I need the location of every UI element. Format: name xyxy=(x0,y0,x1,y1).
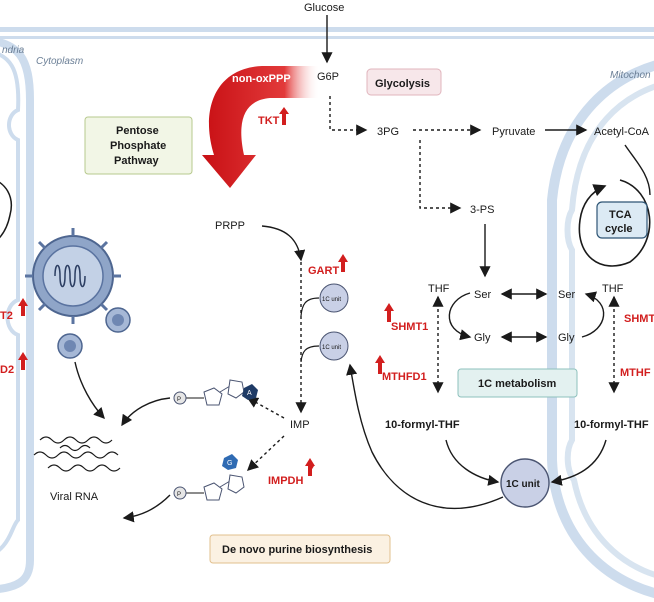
impdh-up-arrow xyxy=(305,458,315,476)
mthfd1-label: MTHFD1 xyxy=(382,371,427,383)
shmt1-cycle-arrow xyxy=(448,292,472,341)
tca-label-2: cycle xyxy=(605,223,633,235)
imp-to-gmp-arrow xyxy=(246,435,285,471)
ser-left-label: Ser xyxy=(474,289,491,301)
left-enzyme-d2: D2 xyxy=(0,364,14,376)
gly-right-label: Gly xyxy=(558,332,575,344)
3pg-label: 3PG xyxy=(377,126,399,138)
left-mitochondrion xyxy=(0,38,34,593)
3pg-to-3ps-arrow xyxy=(419,140,462,214)
ppp-label-1: Pentose xyxy=(116,125,159,137)
imp-to-amp-arrow xyxy=(246,397,285,419)
non-ox-ppp-label: non-oxPPP xyxy=(232,73,291,85)
virus-large-icon xyxy=(25,228,121,324)
glycolysis-box xyxy=(366,68,442,96)
mitochondria-left-label: ndria xyxy=(2,45,25,56)
tkt-label: TKT xyxy=(258,115,280,127)
ppp-box xyxy=(84,116,193,175)
pyruvate-label: Pyruvate xyxy=(492,126,535,138)
formyl-thf-right-label: 10-formyl-THF xyxy=(574,419,649,431)
guanine-label: G xyxy=(227,460,232,467)
prpp-label: PRPP xyxy=(215,220,245,232)
mthfd1-up-arrow xyxy=(375,355,385,374)
virus-small-icon-1 xyxy=(105,307,131,333)
one-c-unit-small-2 xyxy=(319,331,349,361)
one-c-metabolism-box xyxy=(457,368,578,398)
phosphate-a-label: P xyxy=(177,397,181,403)
cytoplasm-label: Cytoplasm xyxy=(36,56,83,67)
virus-small-icon-2 xyxy=(57,333,83,359)
ser-right-label: Ser xyxy=(558,289,575,301)
thf-left-label: THF xyxy=(428,283,450,295)
gart-label: GART xyxy=(308,265,339,277)
amp-to-rna-arrow xyxy=(121,397,171,427)
impdh-label: IMPDH xyxy=(268,475,304,487)
adenine-label: A xyxy=(247,390,252,397)
virus-to-rna-arrow xyxy=(74,361,105,420)
formyl-right-to-unit-arrow xyxy=(550,439,607,486)
one-c-metabolism-label: 1C metabolism xyxy=(478,378,556,390)
ppp-label-2: Phosphate xyxy=(110,140,166,152)
one-c-unit-small-2-label: 1C unit xyxy=(322,345,341,351)
one-c-unit-large-label: 1C unit xyxy=(506,479,541,490)
gart-up-arrow xyxy=(338,254,348,272)
glucose-label: Glucose xyxy=(304,2,344,14)
g6p-label: G6P xyxy=(317,71,339,83)
purine-box xyxy=(209,534,391,564)
mitochondria-right-label: Mitochon xyxy=(610,70,651,81)
tca-label-1: TCA xyxy=(609,209,632,221)
mthfd2-label: MTHF xyxy=(620,367,651,379)
left-d2-up-arrow xyxy=(18,352,28,370)
ppp-label-3: Pathway xyxy=(114,155,160,167)
unit-to-purine-arrow xyxy=(346,363,504,510)
impdh-arrow-tip xyxy=(309,464,314,474)
amp-molecule xyxy=(173,379,258,406)
gly-left-label: Gly xyxy=(474,332,491,344)
shmt2-cycle-arrow xyxy=(581,291,605,338)
unit2-join xyxy=(300,345,320,363)
gmp-to-rna-arrow xyxy=(122,494,171,523)
formyl-thf-left-label: 10-formyl-THF xyxy=(385,419,460,431)
gmp-molecule xyxy=(173,454,245,501)
shmt1-up-arrow xyxy=(384,303,394,322)
g6p-to-3pg-arrow xyxy=(329,96,368,136)
glycolysis-label: Glycolysis xyxy=(375,78,430,90)
3ps-label: 3-PS xyxy=(470,204,494,216)
acetyl-coa-label: Acetyl-CoA xyxy=(594,126,650,138)
left-enzyme-t2: T2 xyxy=(0,310,13,322)
non-ox-ppp-arrow xyxy=(202,66,320,188)
thf-right-label: THF xyxy=(602,283,624,295)
formyl-left-to-unit-arrow xyxy=(445,439,500,486)
viral-rna-strands xyxy=(33,436,121,472)
unit1-join xyxy=(300,297,320,317)
shmt2-label: SHMT xyxy=(624,313,654,325)
right-mitochondrion xyxy=(547,60,654,599)
prpp-arrow xyxy=(261,225,306,262)
shmt1-label: SHMT1 xyxy=(391,321,428,333)
purine-label: De novo purine biosynthesis xyxy=(222,544,372,556)
tca-cycle xyxy=(578,144,651,267)
imp-label: IMP xyxy=(290,419,310,431)
left-t2-up-arrow xyxy=(18,298,28,316)
phosphate-g-label: P xyxy=(177,492,181,498)
one-c-unit-large xyxy=(500,458,550,508)
tkt-up-arrow xyxy=(279,107,289,125)
viral-rna-label: Viral RNA xyxy=(50,491,99,503)
one-c-unit-small-1-label: 1C unit xyxy=(322,297,341,303)
one-c-unit-small-1 xyxy=(319,283,349,313)
